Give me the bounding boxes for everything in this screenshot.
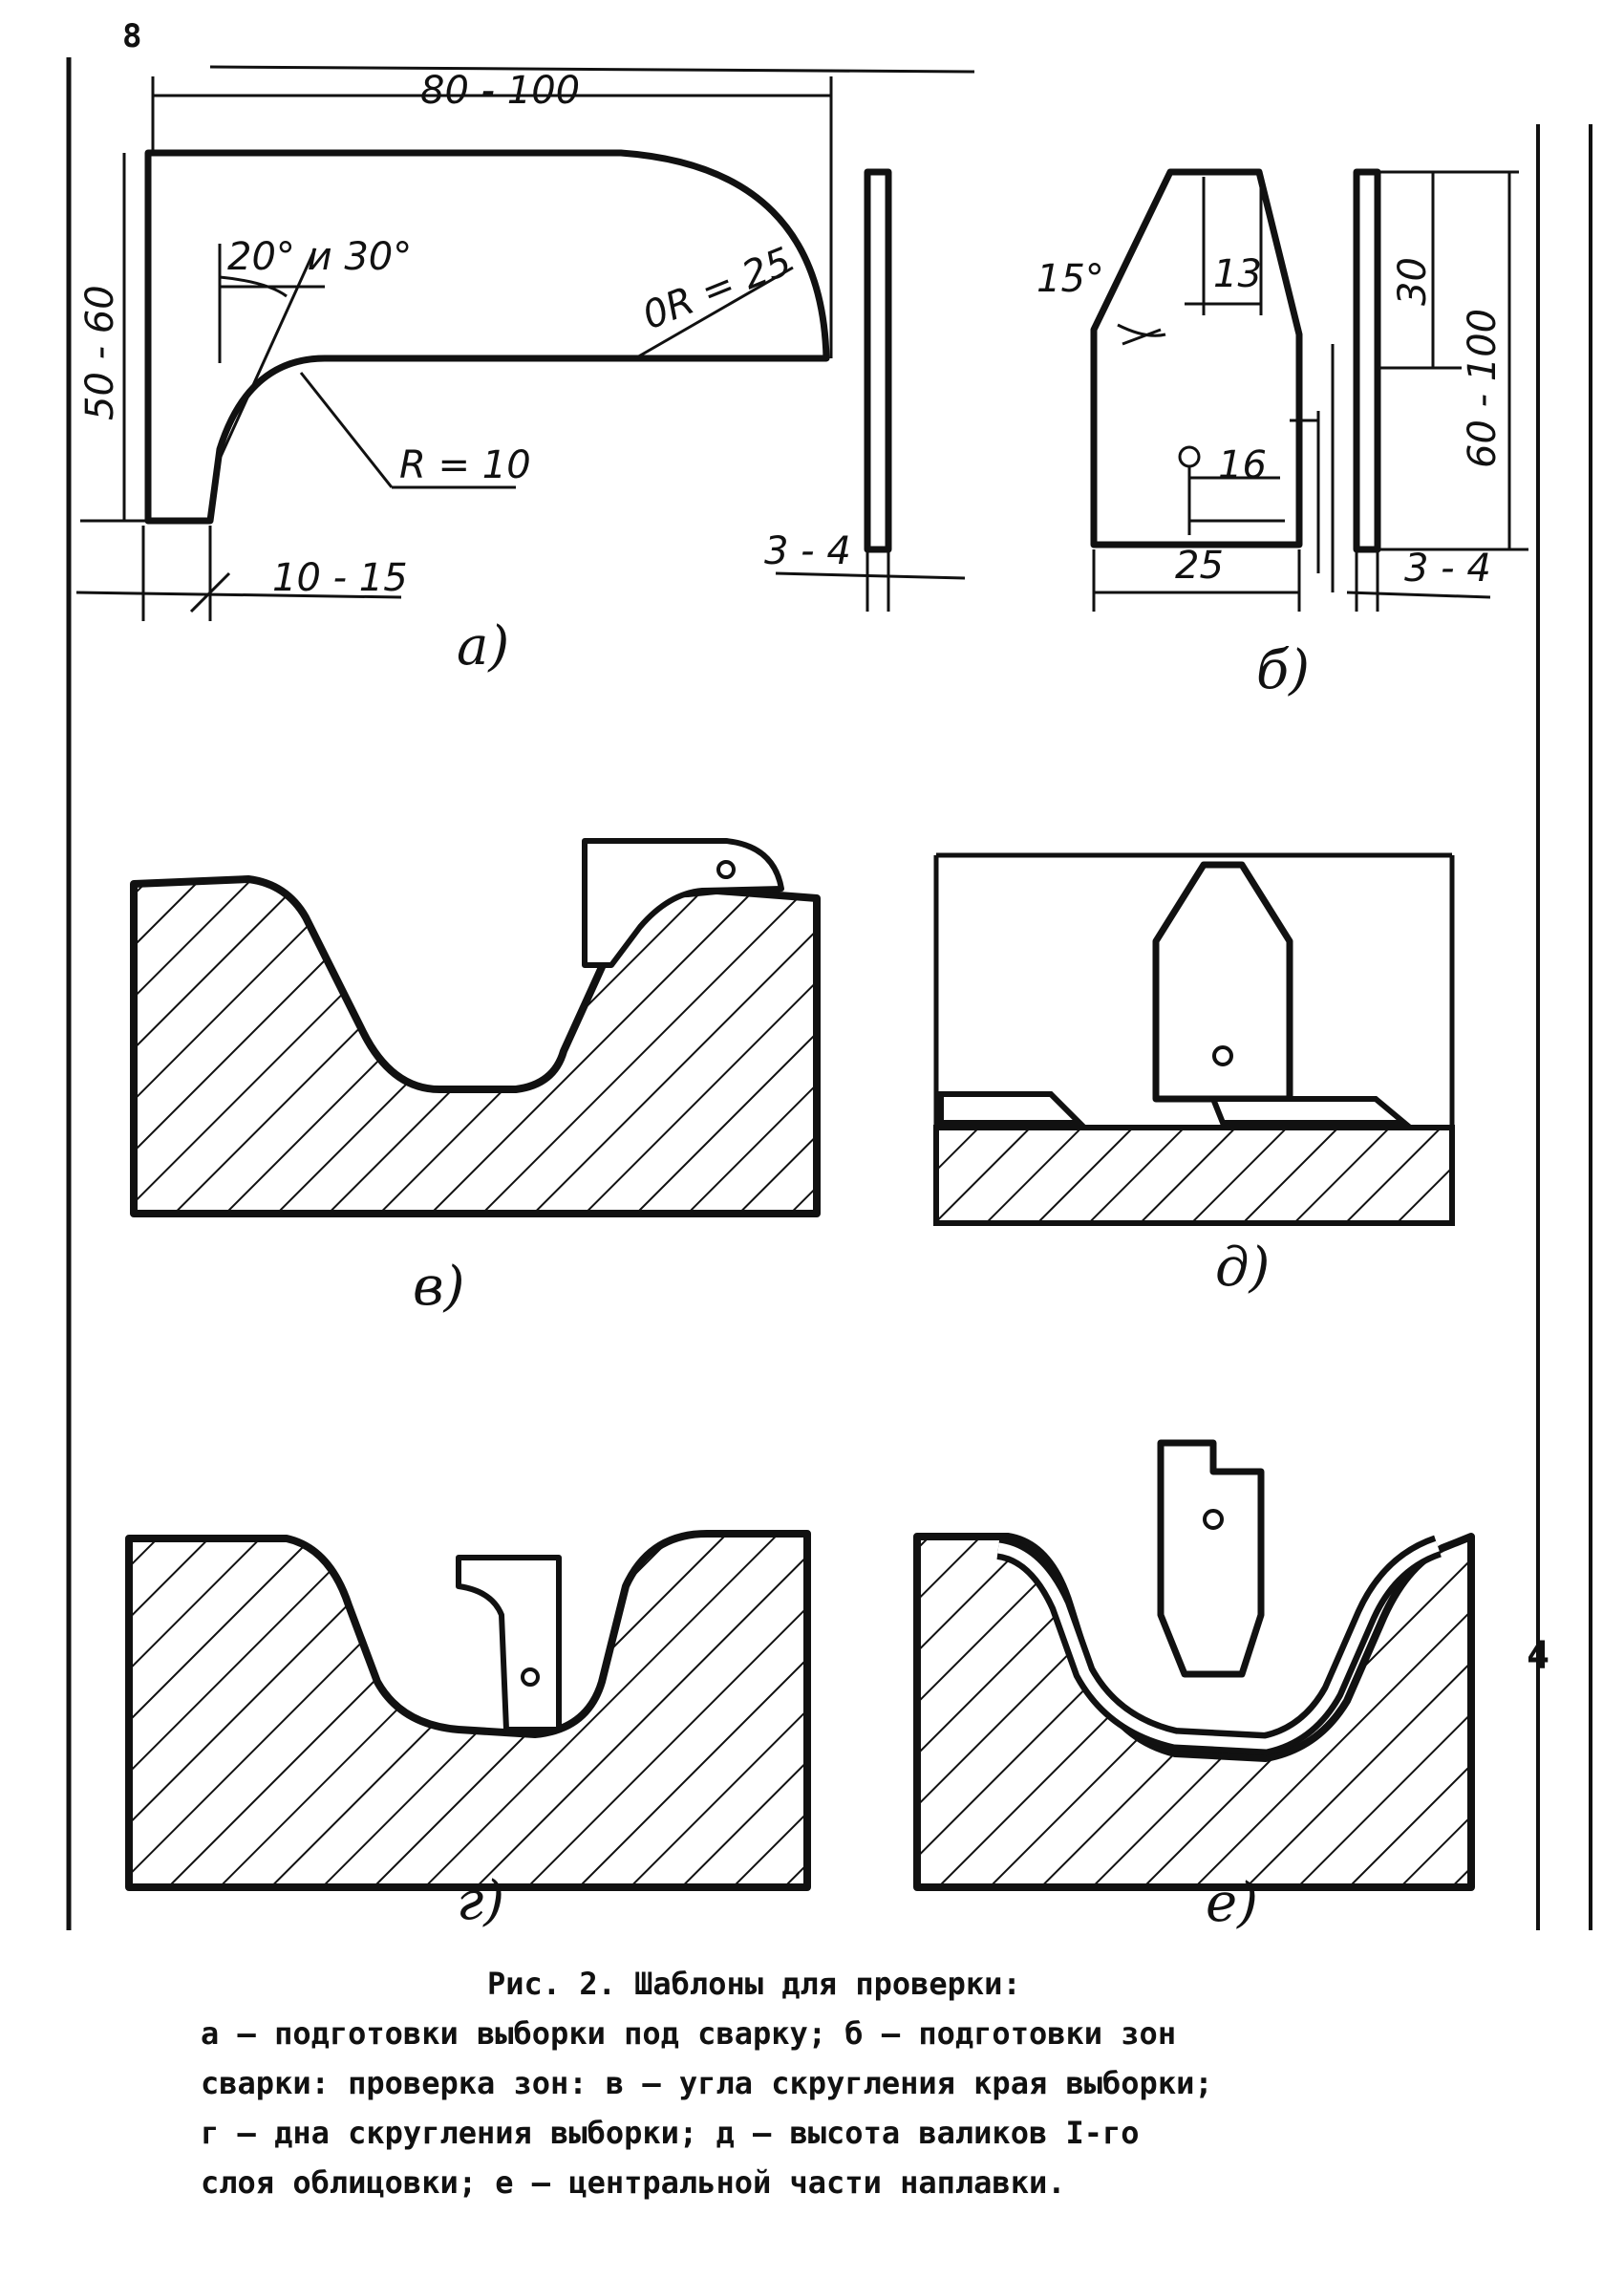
caption-line: г – дна скругления выборки; д – высота в… [201, 2115, 1140, 2151]
fig-a-dim-length: 80 - 100 [420, 69, 580, 113]
fig-b-dim-thickness: 3 - 4 [1404, 547, 1491, 591]
fig-a-dim-height: 50 - 60 [78, 285, 122, 420]
fig-b-dim-hole: 16 [1218, 443, 1267, 487]
side-mark: 4 [1527, 1634, 1550, 1678]
figure-b: 15° 13 16 25 30 60 - 100 3 - 4 б) [1036, 168, 1528, 701]
fig-b-dim-angle: 15° [1036, 257, 1104, 301]
fig-b-dim-top: 13 [1213, 252, 1262, 296]
figure-d: д) [933, 852, 1455, 1299]
fig-b-label: б) [1256, 639, 1310, 701]
fig-e-label: е) [1206, 1872, 1258, 1934]
page-number: 8 [122, 17, 142, 55]
fig-a-dim-base: 10 - 15 [272, 556, 408, 600]
figure-g: г) [125, 1530, 811, 1932]
fig-b-dim-base: 25 [1175, 544, 1224, 588]
fig-a-dim-angle: 20° и 30° [227, 235, 412, 279]
fig-b-dim-upper: 30 [1391, 257, 1435, 306]
fig-a-dim-radius-inner: R = 10 [399, 443, 531, 487]
figure-e: е) [913, 1439, 1475, 1934]
caption-title: Рис. 2. Шаблоны для проверки: [487, 1966, 1021, 2002]
fig-a-dim-radius-outer: 0R = 25 [637, 240, 798, 339]
fig-a-dim-thickness: 3 - 4 [764, 529, 851, 573]
fig-v-label: в) [413, 1256, 464, 1318]
caption-line: слоя облицовки; е – центральной части на… [201, 2164, 1066, 2201]
caption-line: а – подготовки выборки под сварку; б – п… [201, 2015, 1177, 2052]
page-border-lines [66, 57, 1592, 1930]
figure-caption: Рис. 2. Шаблоны для проверки: а – подгот… [201, 1959, 1442, 2207]
figure-v: в) [130, 838, 821, 1318]
figure-a: 80 - 100 50 - 60 20° и 30° 0R = 25 R = 1… [75, 69, 966, 678]
fig-d-label: д) [1215, 1237, 1270, 1299]
fig-b-dim-height: 60 - 100 [1461, 309, 1505, 468]
fig-a-label: а) [457, 615, 509, 678]
fig-g-label: г) [457, 1870, 504, 1932]
caption-line: сварки: проверка зон: в – угла скруглени… [201, 2065, 1213, 2101]
